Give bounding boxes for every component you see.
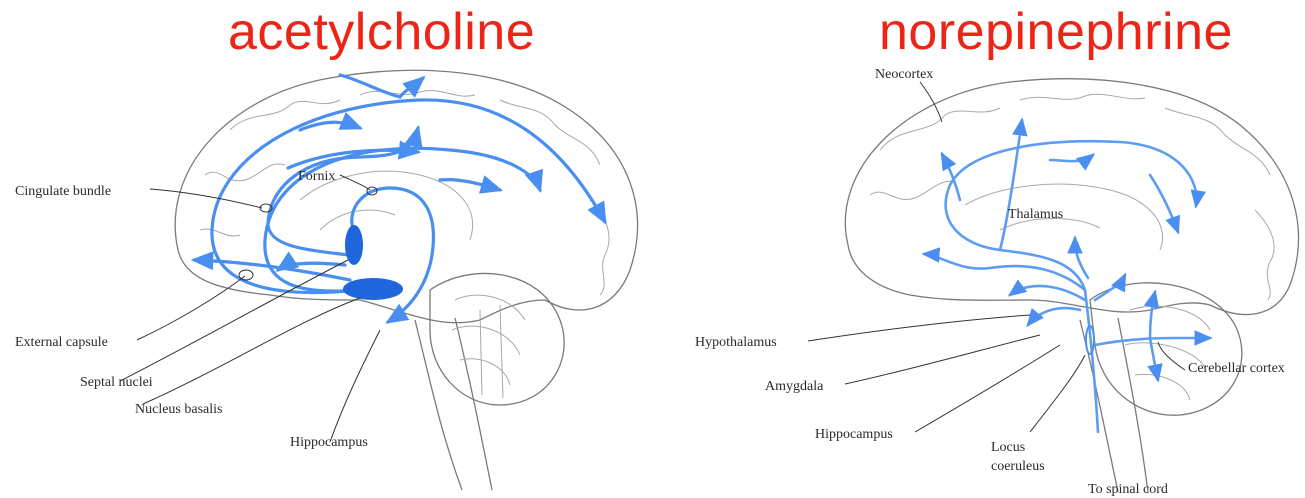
norepinephrine-pathways (924, 120, 1210, 432)
acetylcholine-brain: Cingulate bundle Fornix External capsule… (15, 70, 638, 490)
label-hippocampus-right: Hippocampus (815, 427, 893, 442)
label-cingulate-bundle: Cingulate bundle (15, 184, 111, 199)
label-fornix: Fornix (298, 169, 335, 184)
left-cortical-folds (200, 90, 609, 398)
label-nucleus-basalis: Nucleus basalis (135, 402, 222, 417)
label-coeruleus: coeruleus (991, 459, 1045, 474)
label-thalamus: Thalamus (1008, 207, 1063, 222)
norepinephrine-labels: Neocortex Thalamus Hypothalamus Amygdala… (695, 67, 1285, 497)
right-cortical-folds (870, 94, 1274, 400)
norepinephrine-brain: Neocortex Thalamus Hypothalamus Amygdala… (695, 67, 1298, 497)
nucleus-basalis-blob (343, 278, 403, 300)
label-cerebellar-cortex: Cerebellar cortex (1188, 361, 1285, 376)
norepinephrine-leaders (808, 82, 1185, 432)
label-spinal-cord: To spinal cord (1088, 482, 1168, 497)
label-hippocampus-left: Hippocampus (290, 435, 368, 450)
label-locus: Locus (991, 440, 1025, 455)
acetylcholine-nuclei (343, 225, 403, 300)
label-neocortex: Neocortex (875, 67, 933, 82)
label-hypothalamus: Hypothalamus (695, 335, 777, 350)
label-septal-nuclei: Septal nuclei (80, 375, 153, 390)
acetylcholine-labels: Cingulate bundle Fornix External capsule… (15, 169, 368, 450)
label-amygdala: Amygdala (765, 379, 824, 394)
septal-nuclei-blob (345, 225, 363, 265)
label-external-capsule: External capsule (15, 335, 108, 350)
